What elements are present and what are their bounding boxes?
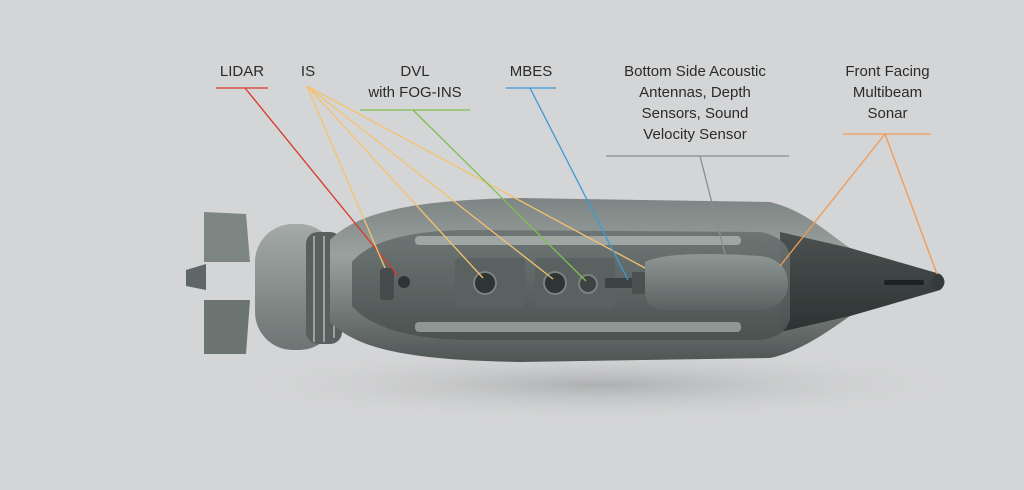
acoustic-pod [645,254,788,310]
label-bottom-line-3: Sensors, Sound [641,105,749,122]
vehicle-shadow [220,347,980,423]
label-dvl-line-2: with FOG-INS [368,84,462,101]
lidar-lens [398,276,410,288]
tail-fin-upper [204,212,250,262]
bottom-leader [699,155,727,259]
label-bottom-side: Bottom Side Acoustic Antennas, Depth Sen… [600,61,790,145]
label-bottom-line-1: Bottom Side Acoustic [624,63,766,80]
dvl-leader [412,109,587,282]
front-leader-2 [884,133,938,275]
is-leader-1 [306,85,386,269]
lower-rail [415,322,741,332]
label-dvl: DVL with FOG-INS [355,61,475,103]
label-front-facing: Front Facing Multibeam Sonar [830,61,945,124]
label-dvl-line-1: DVL [400,63,430,80]
label-is-line-1: IS [300,63,316,80]
is-sensor-2 [543,271,567,295]
is-leader-3 [306,85,554,280]
tail-fin-side [186,264,206,290]
lidar-leader [244,87,399,277]
mbes-leader [529,87,629,281]
dvl-sensor [578,274,598,294]
front-leader-1 [779,133,886,267]
label-front-line-2: Multibeam [852,84,923,101]
is-leader-2 [306,85,484,279]
upper-rail [415,236,741,245]
label-bottom-line-2: Antennas, Depth [639,84,751,101]
label-lidar-line-1: LIDAR [219,63,265,80]
label-bottom-line-4: Velocity Sensor [643,126,747,143]
tail-fin-lower [204,300,250,354]
nose-cone [780,232,945,332]
is-sensor-1 [473,271,497,295]
is-leader-4 [306,85,646,269]
label-is: IS [296,61,320,82]
leader-lines [216,85,938,282]
label-front-line-1: Front Facing [845,63,930,80]
label-mbes: MBES [500,61,562,82]
label-mbes-line-1: MBES [509,63,553,80]
lidar-unit [380,268,394,300]
label-front-line-3: Sonar [867,105,908,122]
label-lidar: LIDAR [213,61,271,82]
